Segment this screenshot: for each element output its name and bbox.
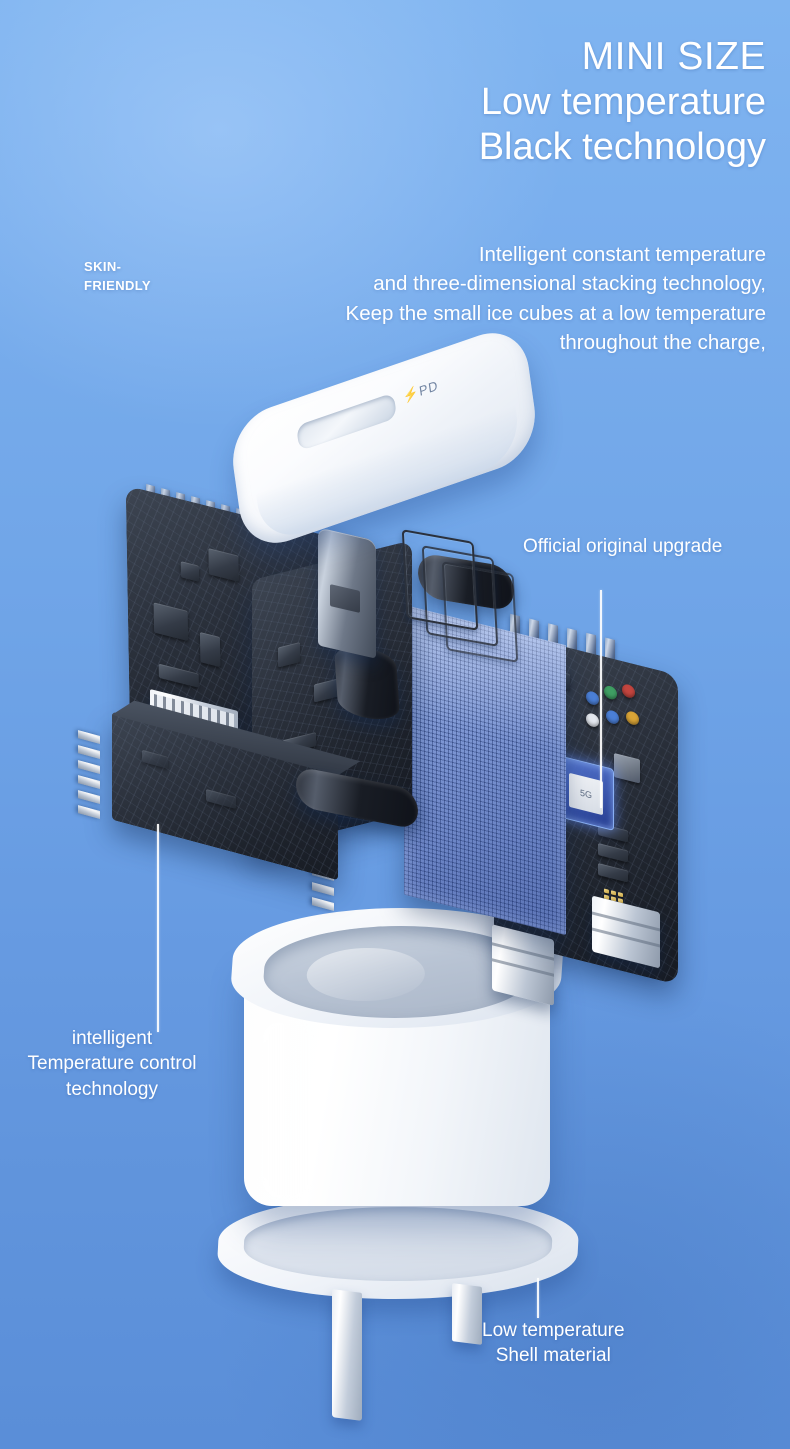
chip-marking: 5G: [579, 787, 592, 801]
charger-white-shell: [222, 900, 572, 1220]
smd-chip: [278, 641, 300, 668]
chip-die: 5G: [569, 772, 603, 816]
headline-line-2: Low temperature: [480, 81, 766, 124]
annotation-official-original-upgrade: Official original upgrade: [523, 536, 723, 557]
capacitor-blue: [606, 708, 619, 726]
capacitor-yellow: [626, 709, 639, 727]
capacitor-green: [604, 684, 617, 701]
annotation-temperature-line-3: technology: [66, 1078, 158, 1100]
smd-chip: [142, 749, 168, 769]
smd-chip: [199, 631, 221, 668]
plug-pin-left: [332, 1289, 362, 1421]
annotation-shell-line-1: Low temperature: [482, 1320, 625, 1341]
smd-chip: [614, 752, 640, 784]
pin-header-fins-left-edge: [78, 730, 100, 826]
smd-chip: [598, 862, 628, 883]
body-copy-line-3: Keep the small ice cubes at a low temper…: [345, 301, 766, 325]
headline-line-3: Black technology: [478, 125, 766, 168]
capacitor-white: [586, 712, 599, 729]
annotation-temperature-line-2: Temperature control: [27, 1053, 197, 1075]
body-copy-line-1: Intelligent constant temperature: [478, 243, 766, 266]
body-copy-line-2: and three-dimensional stacking technolog…: [373, 272, 766, 296]
usb-c-connector-shell: [318, 527, 376, 659]
leader-line-upgrade: [600, 590, 602, 808]
coil-bracket: [401, 529, 479, 631]
annotation-shell-material: Low temperature Shell material: [482, 1318, 625, 1369]
headline-line-1: MINI SIZE: [581, 35, 766, 78]
smd-chip: [208, 548, 239, 582]
annotation-temperature-control: intelligent Temperature control technolo…: [14, 1026, 210, 1102]
leader-line-temperature: [157, 824, 159, 1032]
skin-friendly-badge: SKIN- FRIENDLY: [84, 258, 151, 296]
annotation-temperature-line-1: intelligent: [71, 1028, 153, 1049]
smd-chip: [180, 561, 200, 582]
smd-chip: [158, 663, 199, 688]
skin-friendly-line-1: SKIN-: [84, 259, 122, 274]
smd-chip: [153, 602, 189, 642]
skin-friendly-line-2: FRIENDLY: [84, 277, 152, 293]
plug-pin-right: [452, 1283, 482, 1345]
headline: MINI SIZE Low temperature Black technolo…: [479, 34, 766, 170]
leader-line-shell: [537, 1278, 539, 1318]
body-copy: Intelligent constant temperature and thr…: [346, 240, 766, 357]
shell-highlight: [262, 1020, 312, 1200]
capacitor-blue: [586, 690, 599, 707]
capacitor-red: [622, 682, 635, 700]
smd-chip: [206, 788, 236, 809]
annotation-shell-line-2: Shell material: [495, 1345, 611, 1367]
smd-chip: [598, 842, 628, 863]
body-copy-line-4: throughout the charge,: [559, 330, 766, 354]
